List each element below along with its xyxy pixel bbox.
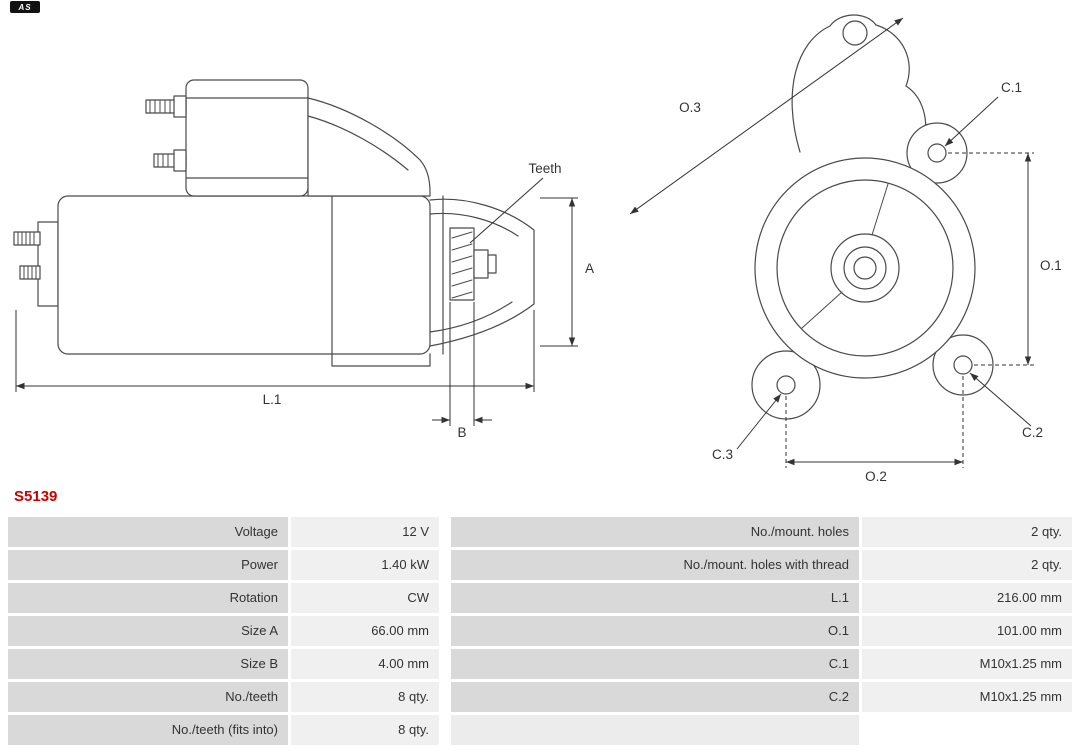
spec-value: 101.00 mm [862, 616, 1072, 646]
part-number: S5139 [14, 488, 58, 505]
dim-label-teeth: Teeth [528, 161, 561, 176]
spec-value: 216.00 mm [862, 583, 1072, 613]
dim-label-c2: C.2 [1022, 425, 1043, 440]
spec-label: Power [8, 550, 288, 580]
spec-label: Size B [8, 649, 288, 679]
spec-row: Size A 66.00 mm O.1 101.00 mm [8, 616, 1072, 646]
spec-value: 66.00 mm [291, 616, 439, 646]
table-spacer [442, 616, 448, 646]
spec-label: L.1 [451, 583, 859, 613]
spec-label: No./teeth (fits into) [8, 715, 288, 745]
spec-value: 12 V [291, 517, 439, 547]
spec-label: Voltage [8, 517, 288, 547]
spec-row: Voltage 12 V No./mount. holes 2 qty. [8, 517, 1072, 547]
spec-label: No./mount. holes [451, 517, 859, 547]
spec-value: 8 qty. [291, 682, 439, 712]
spec-label: Size A [8, 616, 288, 646]
dim-label-o2: O.2 [865, 469, 887, 484]
dim-label-o3: O.3 [679, 100, 701, 115]
spec-value: 2 qty. [862, 550, 1072, 580]
spec-table: Voltage 12 V No./mount. holes 2 qty. Pow… [8, 517, 1072, 745]
dim-label-c1: C.1 [1001, 80, 1022, 95]
dim-label-a: A [585, 261, 594, 276]
spec-value-empty [862, 715, 1072, 745]
dim-label-b: B [457, 425, 466, 440]
spec-row: Power 1.40 kW No./mount. holes with thre… [8, 550, 1072, 580]
spec-label: C.1 [451, 649, 859, 679]
spec-value: M10x1.25 mm [862, 649, 1072, 679]
spec-row: No./teeth (fits into) 8 qty. [8, 715, 1072, 745]
front-view-dimensions [629, 17, 1034, 468]
spec-label: No./mount. holes with thread [451, 550, 859, 580]
table-spacer [442, 715, 448, 745]
spec-row: Rotation CW L.1 216.00 mm [8, 583, 1072, 613]
spec-label: O.1 [451, 616, 859, 646]
spec-label: No./teeth [8, 682, 288, 712]
spec-row: Size B 4.00 mm C.1 M10x1.25 mm [8, 649, 1072, 679]
spec-value: 2 qty. [862, 517, 1072, 547]
side-view-dimensions [15, 177, 578, 426]
brand-logo-text: AS [18, 2, 32, 12]
table-spacer [442, 649, 448, 679]
starter-side-view [13, 79, 535, 367]
dim-label-o1: O.1 [1040, 258, 1062, 273]
table-spacer [442, 583, 448, 613]
spec-value: 8 qty. [291, 715, 439, 745]
spec-value: CW [291, 583, 439, 613]
table-spacer [442, 682, 448, 712]
spec-label: C.2 [451, 682, 859, 712]
spec-value: 4.00 mm [291, 649, 439, 679]
spec-label-empty [451, 715, 859, 745]
spec-row: No./teeth 8 qty. C.2 M10x1.25 mm [8, 682, 1072, 712]
spec-value: 1.40 kW [291, 550, 439, 580]
dim-label-l1: L.1 [263, 392, 282, 407]
technical-drawing: Teeth A L.1 B [13, 14, 1062, 484]
spec-label: Rotation [8, 583, 288, 613]
brand-logo: AS [10, 1, 40, 13]
table-spacer [442, 517, 448, 547]
table-spacer [442, 550, 448, 580]
dim-label-c3: C.3 [712, 447, 733, 462]
spec-value: M10x1.25 mm [862, 682, 1072, 712]
starter-front-view [751, 14, 994, 420]
